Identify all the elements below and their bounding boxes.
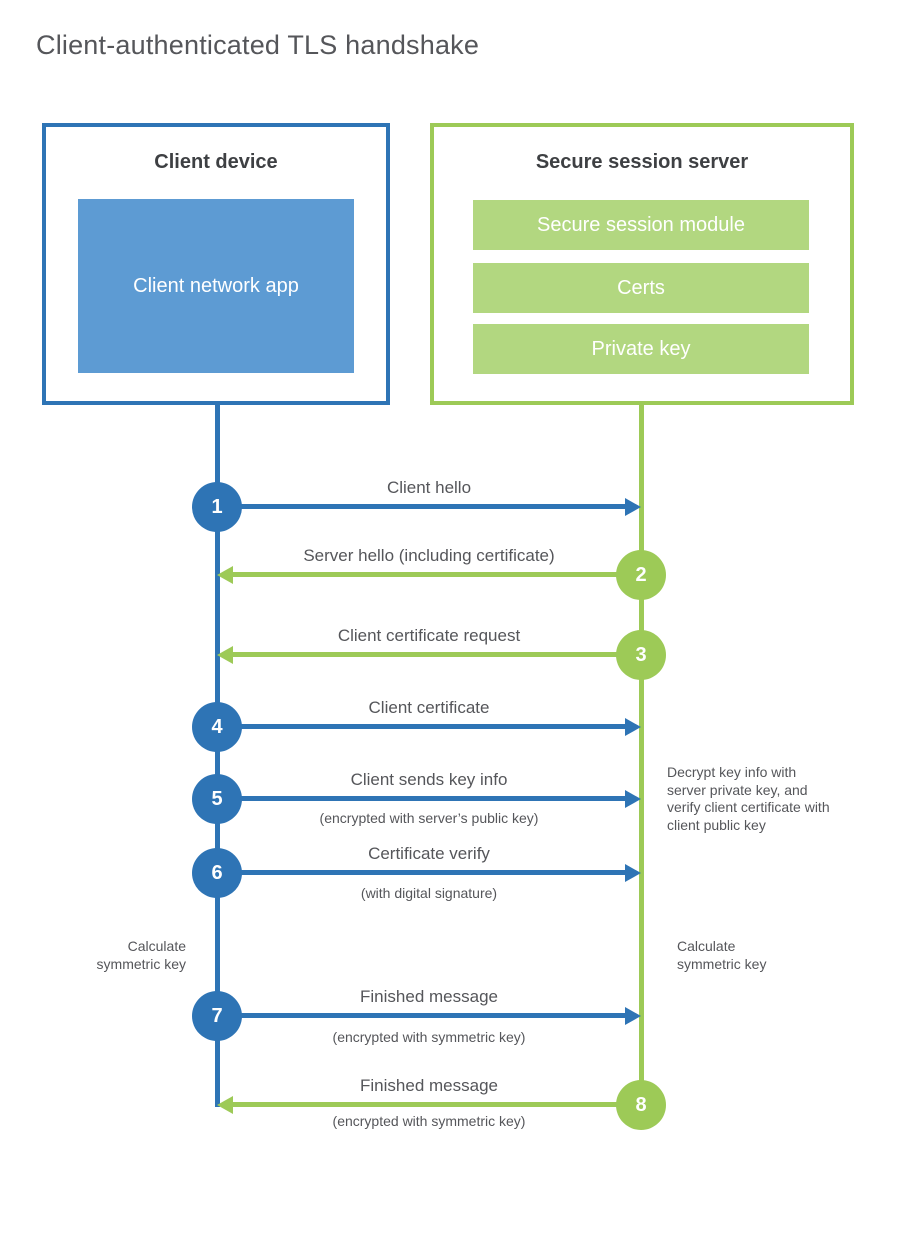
step-number-6: 6 [211, 861, 223, 884]
step-number-5: 5 [211, 787, 223, 810]
arrow-7-head-icon [625, 1007, 641, 1025]
arrow-6-head-icon [625, 864, 641, 882]
step-circle-8: 8 [616, 1080, 666, 1130]
arrow-4 [217, 724, 627, 729]
client-device-box: Client device Client network app [42, 123, 390, 405]
arrow-8 [231, 1102, 641, 1107]
message-label-2: Server hello (including certificate) [303, 546, 555, 565]
secure-session-server-box: Secure session server Secure session mod… [430, 123, 854, 405]
message-label-4: Client certificate [368, 698, 490, 717]
step-number-4: 4 [211, 715, 223, 738]
message-label-1: Client hello [386, 478, 472, 497]
step-circle-7: 7 [192, 991, 242, 1041]
step-circle-1: 1 [192, 482, 242, 532]
message-label-6: Certificate verify [368, 844, 490, 863]
arrow-6 [217, 870, 627, 875]
client-network-app-label: Client network app [133, 274, 299, 297]
decrypt-key-note: Decrypt key info with server private key… [667, 764, 830, 833]
arrow-5 [217, 796, 627, 801]
server-module-private-key: Private key [473, 324, 809, 374]
step-circle-6: 6 [192, 848, 242, 898]
server-module-certs: Certs [473, 263, 809, 313]
step-number-1: 1 [211, 495, 223, 518]
step-circle-5: 5 [192, 774, 242, 824]
arrow-2-head-icon [217, 566, 233, 584]
step-number-3: 3 [635, 643, 647, 666]
calculate-symmetric-key-note-client: Calculate symmetric key [96, 938, 186, 972]
secure-session-server-heading: Secure session server [535, 151, 749, 173]
message-sub-7: (encrypted with symmetric key) [332, 1029, 526, 1045]
arrow-1 [217, 504, 627, 509]
message-sub-5: (encrypted with server’s public key) [319, 810, 539, 826]
message-label-3: Client certificate request [337, 626, 521, 645]
message-sub-6: (with digital signature) [360, 885, 498, 901]
server-module-secure-session: Secure session module [473, 200, 809, 250]
message-sub-8: (encrypted with symmetric key) [332, 1113, 526, 1129]
step-circle-2: 2 [616, 550, 666, 600]
message-label-7: Finished message [360, 987, 498, 1006]
arrow-8-head-icon [217, 1096, 233, 1114]
arrow-5-head-icon [625, 790, 641, 808]
server-lifeline [639, 404, 644, 1105]
step-number-8: 8 [635, 1093, 647, 1116]
arrow-3 [231, 652, 641, 657]
arrow-1-head-icon [625, 498, 641, 516]
step-number-7: 7 [211, 1004, 223, 1027]
calculate-symmetric-key-note-server: Calculate symmetric key [677, 938, 767, 972]
step-circle-3: 3 [616, 630, 666, 680]
client-lifeline [215, 404, 220, 1107]
message-label-8: Finished message [360, 1076, 498, 1095]
arrow-4-head-icon [625, 718, 641, 736]
arrow-7 [217, 1013, 627, 1018]
step-number-2: 2 [635, 563, 647, 586]
client-network-app-box: Client network app [78, 199, 354, 373]
arrow-3-head-icon [217, 646, 233, 664]
client-device-heading: Client device [154, 151, 278, 173]
arrow-2 [231, 572, 641, 577]
page-title: Client-authenticated TLS handshake [36, 30, 480, 60]
message-label-5: Client sends key info [350, 770, 508, 789]
step-circle-4: 4 [192, 702, 242, 752]
